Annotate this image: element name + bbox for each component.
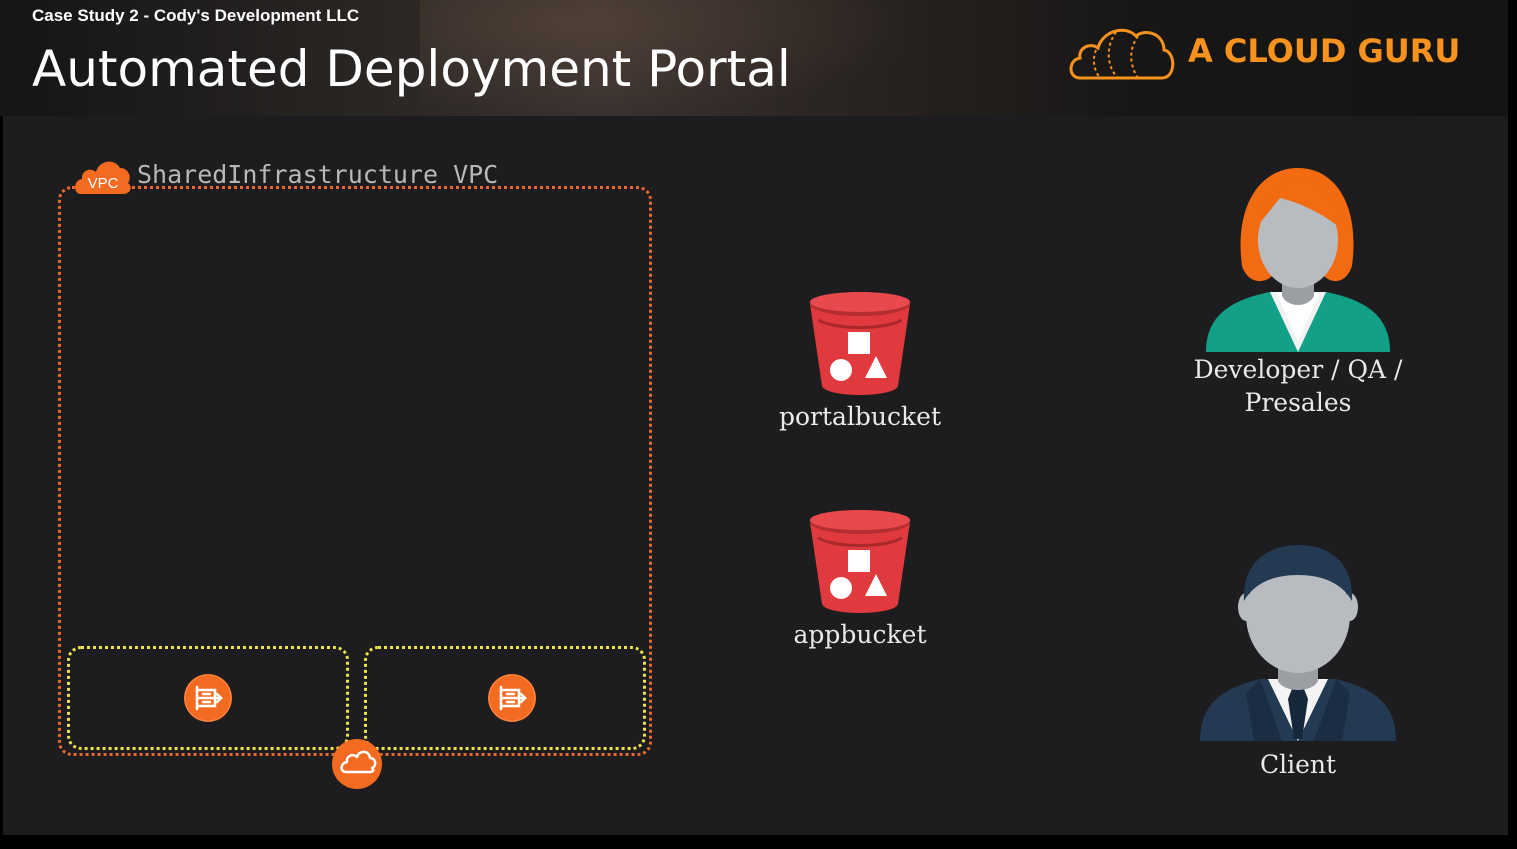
subnet-right: [364, 646, 646, 750]
header-video-shade: [420, 0, 920, 116]
vpc-badge-label: VPC: [88, 175, 119, 192]
slide-title: Automated Deployment Portal: [32, 40, 791, 98]
slide-header: Case Study 2 - Cody's Development LLC Au…: [0, 0, 1508, 116]
developer-label-line2: Presales: [1244, 388, 1352, 417]
subnet-left: [67, 646, 349, 750]
appbucket-label: appbucket: [793, 620, 927, 649]
vpc-badge-icon: VPC: [75, 161, 131, 194]
brand-logo: A CLOUD GURU: [1066, 20, 1466, 84]
vpc-label: SharedInfrastructure VPC: [137, 160, 499, 189]
client-label: Client: [1259, 750, 1337, 779]
cloud-logo-icon: [1069, 28, 1175, 80]
s3-bucket-icon: [810, 292, 910, 395]
nat-gateway-icon: [184, 674, 232, 722]
internet-gateway-icon: [332, 739, 382, 789]
female-user-icon: [1206, 168, 1390, 352]
nat-gateway-icon: [488, 674, 536, 722]
s3-bucket-icon: [810, 510, 910, 613]
male-user-icon: [1200, 545, 1396, 741]
developer-label-line1: Developer / QA /: [1193, 355, 1403, 384]
brand-name: A CLOUD GURU: [1188, 32, 1461, 70]
portalbucket-label: portalbucket: [778, 402, 942, 431]
slide-eyebrow: Case Study 2 - Cody's Development LLC: [32, 6, 360, 25]
